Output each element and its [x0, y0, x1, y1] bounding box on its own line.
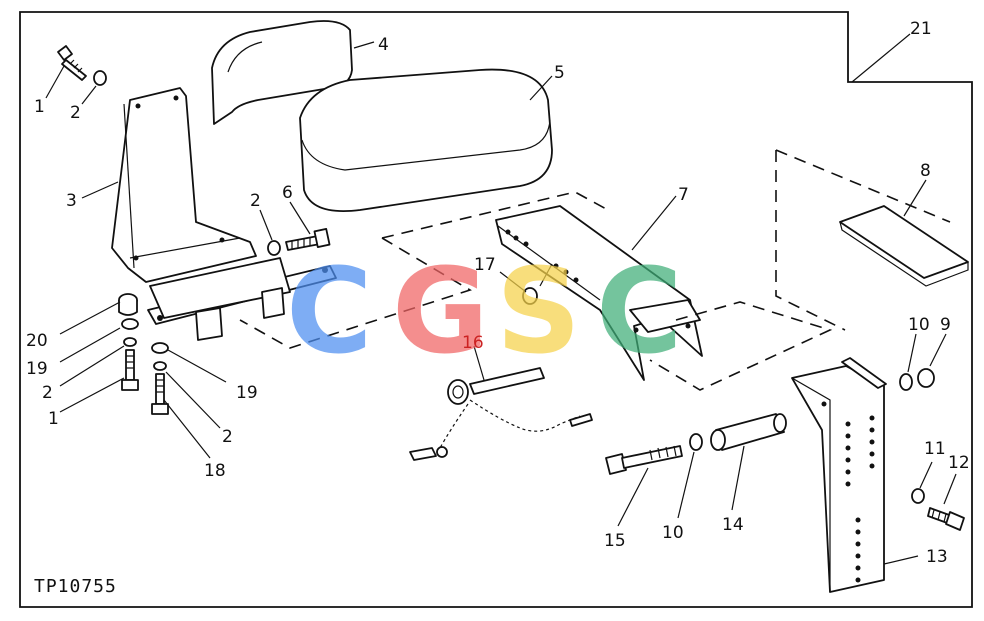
tube-14	[710, 413, 787, 451]
callout-5: 5	[554, 63, 565, 83]
svg-text:G: G	[392, 242, 489, 380]
callout-2c: 2	[42, 383, 53, 403]
washer-2-right	[153, 361, 167, 371]
callout-8: 8	[920, 161, 931, 181]
figure-code: TP10755	[34, 576, 117, 597]
callout-11: 11	[924, 439, 946, 459]
callout-2a: 2	[70, 103, 81, 123]
nut-9	[917, 368, 935, 388]
bolt-1-lower	[121, 349, 139, 391]
callout-6: 6	[282, 183, 293, 203]
callout-7: 7	[678, 185, 689, 205]
callout-10a: 10	[908, 315, 930, 335]
seat-support	[495, 205, 703, 381]
lock-pin	[409, 367, 593, 461]
washer-10-lower	[689, 433, 703, 451]
callout-9: 9	[940, 315, 951, 335]
washer-2-topleft	[93, 70, 107, 86]
svg-text:C: C	[286, 242, 373, 380]
callout-20: 20	[26, 331, 48, 351]
callout-1b: 1	[48, 409, 59, 429]
callout-14: 14	[722, 515, 744, 535]
callout-18: 18	[204, 461, 226, 481]
washer-2-left	[123, 337, 137, 347]
svg-text:S: S	[496, 242, 581, 380]
callout-1a: 1	[34, 97, 45, 117]
washer-2-upper	[267, 240, 281, 256]
callout-15: 15	[604, 531, 626, 551]
callout-21: 21	[910, 19, 932, 39]
leader-lines	[45, 33, 957, 565]
callout-13: 13	[926, 547, 948, 567]
callout-2b: 2	[250, 191, 261, 211]
back-bracket	[111, 87, 257, 283]
alignment-lines	[239, 149, 951, 391]
washer-11	[911, 488, 925, 504]
callout-10b: 10	[662, 523, 684, 543]
nut-17	[522, 287, 538, 305]
bolt-6	[285, 228, 331, 251]
callout-2d: 2	[222, 427, 233, 447]
svg-text:C: C	[596, 242, 683, 380]
washer-19-left	[121, 318, 139, 330]
bolt-18	[151, 373, 169, 415]
callout-3: 3	[66, 191, 77, 211]
callout-16: 16	[462, 333, 484, 353]
back-cushion	[211, 20, 353, 125]
callout-17: 17	[474, 255, 496, 275]
bolt-1-upper	[57, 45, 87, 81]
pad-8	[839, 205, 969, 287]
callout-12: 12	[948, 453, 970, 473]
bolt-15	[605, 445, 683, 475]
callout-4: 4	[378, 35, 389, 55]
callout-19a: 19	[26, 359, 48, 379]
upright-bracket	[791, 357, 887, 593]
bolt-12	[927, 507, 965, 531]
slide-rail	[147, 257, 337, 341]
diagram-border	[19, 11, 973, 608]
spacer-20	[118, 293, 138, 316]
washer-19-right	[151, 342, 169, 354]
washer-10-right	[899, 373, 913, 391]
callout-19b: 19	[236, 383, 258, 403]
watermark: C G S C	[286, 242, 683, 380]
callout-labels: 1 2 3 4 5 21 2 6 7 8 17 16 20 19 2 1 19 …	[26, 19, 970, 567]
seat-cushion	[299, 68, 553, 212]
